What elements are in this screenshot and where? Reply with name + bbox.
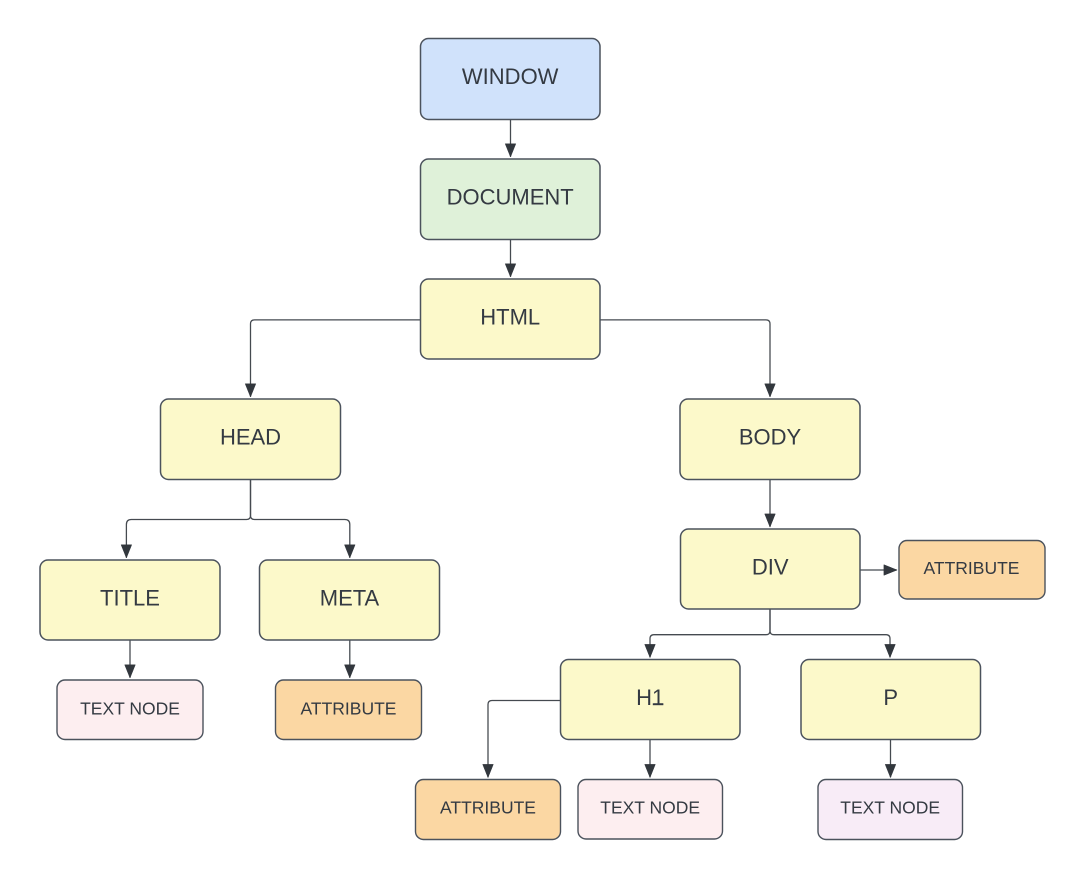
svg-text:HEAD: HEAD bbox=[220, 425, 281, 450]
svg-text:P: P bbox=[883, 685, 898, 710]
svg-text:DOCUMENT: DOCUMENT bbox=[447, 185, 574, 210]
svg-text:TEXT NODE: TEXT NODE bbox=[600, 798, 700, 818]
svg-text:TEXT NODE: TEXT NODE bbox=[80, 699, 180, 719]
svg-text:ATTRIBUTE: ATTRIBUTE bbox=[301, 699, 397, 719]
svg-text:META: META bbox=[320, 586, 380, 611]
svg-text:HTML: HTML bbox=[480, 305, 540, 330]
svg-text:ATTRIBUTE: ATTRIBUTE bbox=[924, 558, 1020, 578]
svg-text:DIV: DIV bbox=[752, 555, 789, 580]
svg-text:H1: H1 bbox=[636, 685, 664, 710]
svg-text:ATTRIBUTE: ATTRIBUTE bbox=[440, 798, 536, 818]
svg-text:WINDOW: WINDOW bbox=[462, 64, 559, 89]
svg-text:TEXT NODE: TEXT NODE bbox=[840, 798, 940, 818]
svg-text:TITLE: TITLE bbox=[100, 586, 160, 611]
svg-text:BODY: BODY bbox=[739, 425, 802, 450]
